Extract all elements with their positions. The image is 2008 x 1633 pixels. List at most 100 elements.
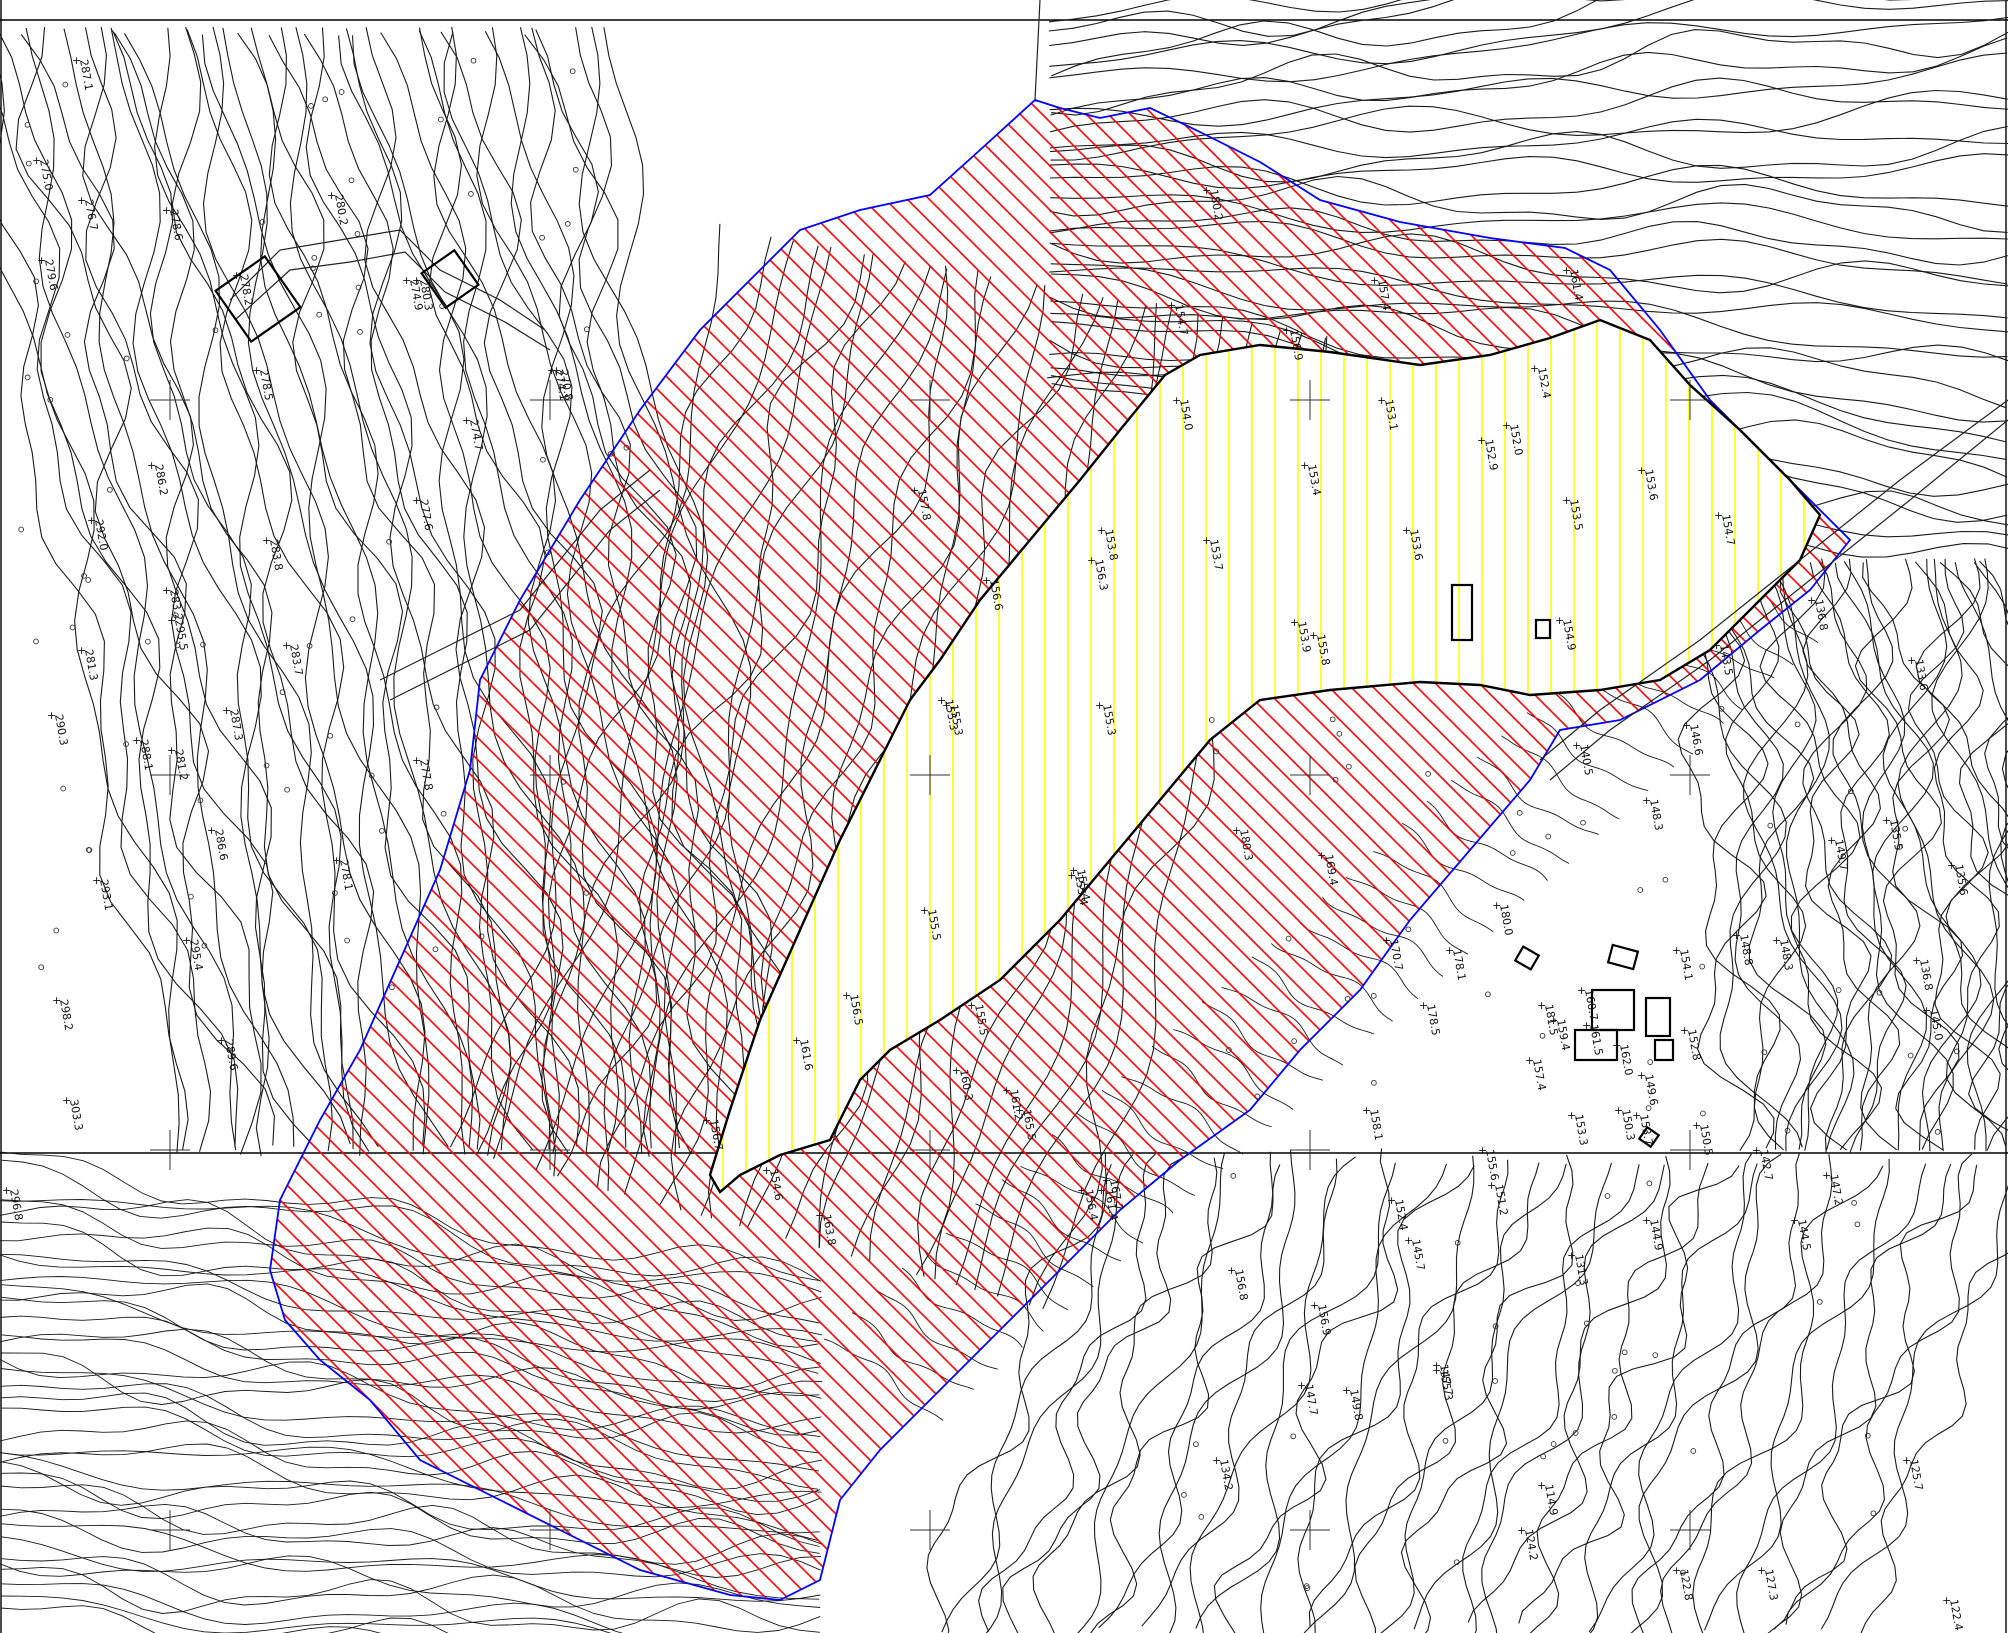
red-hatch-line bbox=[270, 100, 1044, 1600]
contour-line bbox=[1201, 1001, 1323, 1081]
contour-line bbox=[1939, 561, 2008, 1131]
red-hatch-line bbox=[1896, 0, 2008, 1633]
elevation-label: 288.1 bbox=[137, 738, 155, 771]
contour-line bbox=[171, 26, 375, 1156]
elevation-label: 155.6 bbox=[1483, 1148, 1501, 1181]
survey-dot bbox=[60, 785, 67, 792]
elevation-label: 133.6 bbox=[1912, 658, 1930, 691]
elevation-label: 283.2 bbox=[167, 588, 185, 621]
spot-height-marker: + bbox=[1377, 394, 1386, 407]
red-hatch-line bbox=[270, 100, 824, 1600]
spot-height-marker: + bbox=[1297, 1379, 1306, 1392]
contour-line bbox=[0, 1605, 449, 1633]
red-hatch-line bbox=[1037, 100, 1850, 1600]
survey-dot bbox=[1492, 1378, 1498, 1384]
survey-dot bbox=[607, 450, 614, 457]
spot-height-marker: + bbox=[1752, 1144, 1761, 1157]
contour-line bbox=[1759, 560, 1839, 1151]
spot-height-marker: + bbox=[182, 934, 191, 947]
red-hatch-line bbox=[270, 100, 296, 1600]
elevation-label: 152.8 bbox=[1685, 1028, 1703, 1061]
contour-line bbox=[113, 32, 354, 1150]
elevation-label: 162.0 bbox=[1617, 1043, 1635, 1076]
survey-dot bbox=[81, 573, 87, 579]
contour-line bbox=[282, 1626, 382, 1633]
spot-height-marker: + bbox=[1097, 524, 1106, 537]
elevation-label: 295.4 bbox=[187, 938, 205, 971]
spot-height-marker: + bbox=[1549, 1014, 1558, 1027]
contour-line bbox=[0, 1283, 822, 1390]
survey-dot bbox=[1181, 1492, 1187, 1498]
red-hatch-line bbox=[270, 100, 340, 1600]
elevation-label: 154.7 bbox=[1719, 513, 1737, 546]
red-hatch-line bbox=[1565, 100, 1850, 1600]
contour-line bbox=[0, 1334, 822, 1434]
spot-height-marker: + bbox=[1282, 324, 1291, 337]
survey-dot bbox=[306, 643, 313, 649]
contour-line bbox=[1931, 558, 2008, 1152]
contour-line bbox=[1462, 1164, 1640, 1633]
survey-dot bbox=[322, 96, 329, 103]
contour-line bbox=[1767, 1163, 1952, 1633]
contour-line bbox=[1973, 561, 2008, 883]
survey-dot bbox=[1213, 748, 1220, 755]
spot-height-marker: + bbox=[1502, 419, 1511, 432]
survey-dot bbox=[439, 303, 445, 309]
survey-dot bbox=[440, 810, 447, 817]
survey-dot bbox=[1572, 1430, 1579, 1436]
red-hatch-line bbox=[270, 100, 1616, 1600]
elevation-label: 178.1 bbox=[1450, 948, 1468, 981]
elevation-label: 292.0 bbox=[92, 518, 110, 551]
survey-dot bbox=[1226, 1047, 1232, 1053]
elevation-label: 152.4 bbox=[1535, 366, 1553, 399]
elevation-label: 153.6 bbox=[1642, 468, 1660, 501]
spot-height-marker: + bbox=[462, 414, 471, 427]
spot-height-marker: + bbox=[1212, 1454, 1221, 1467]
contour-line bbox=[603, 254, 874, 1191]
red-hatch-line bbox=[270, 100, 1022, 1600]
elevation-label: 153.5 bbox=[1567, 498, 1585, 531]
spot-height-marker: + bbox=[1790, 1214, 1799, 1227]
spot-height-marker: + bbox=[1387, 1194, 1396, 1207]
survey-dot bbox=[623, 444, 630, 451]
spot-height-marker: + bbox=[937, 694, 946, 707]
spot-height-marker: + bbox=[207, 824, 216, 837]
contour-line bbox=[1002, 1155, 1187, 1633]
survey-dot bbox=[1637, 887, 1644, 893]
elevation-label: 293.1 bbox=[97, 878, 115, 911]
spot-height-marker: + bbox=[217, 1034, 226, 1047]
spot-height-marker: + bbox=[1637, 1069, 1646, 1082]
contour-line bbox=[0, 1383, 819, 1490]
survey-dot bbox=[1329, 716, 1336, 723]
red-hatch-line bbox=[270, 100, 670, 1600]
elevation-label: 170.7 bbox=[1387, 938, 1405, 971]
red-hatch-line bbox=[270, 100, 912, 1600]
red-hatch-line bbox=[641, 100, 1850, 1600]
spot-height-marker: + bbox=[815, 1209, 824, 1222]
spot-height-marker: + bbox=[1492, 899, 1501, 912]
red-hatch-line bbox=[1984, 0, 2008, 1633]
contour-line bbox=[1725, 559, 1807, 1151]
red-hatch-line bbox=[509, 100, 1850, 1600]
contour-line bbox=[1098, 1151, 1274, 1629]
survey-dot bbox=[1611, 1414, 1618, 1420]
spot-height-marker: + bbox=[1912, 954, 1921, 967]
contour-line bbox=[1151, 1045, 1272, 1128]
contour-line bbox=[2001, 749, 2008, 789]
elevation-labels: 287.1+275.0+276.7+278.6+279.6+278.2+280.… bbox=[2, 54, 1970, 1632]
survey-dot bbox=[1254, 1093, 1261, 1100]
contour-line bbox=[0, 1566, 820, 1633]
contour-line bbox=[1048, 0, 1432, 37]
survey-dot bbox=[1575, 1280, 1581, 1286]
survey-dot bbox=[1954, 1048, 1960, 1055]
spot-height-marker: + bbox=[62, 1094, 71, 1107]
contour-line bbox=[1802, 559, 1893, 1153]
contour-line bbox=[0, 1359, 821, 1438]
spot-height-marker: + bbox=[1637, 464, 1646, 477]
elevation-label: 274.9 bbox=[407, 278, 425, 311]
survey-dot bbox=[1604, 1193, 1611, 1199]
survey-dot bbox=[1662, 876, 1669, 883]
elevation-label: 181.5 bbox=[1542, 1003, 1560, 1036]
survey-dot bbox=[1851, 1200, 1857, 1206]
spot-height-marker: + bbox=[1445, 944, 1454, 957]
